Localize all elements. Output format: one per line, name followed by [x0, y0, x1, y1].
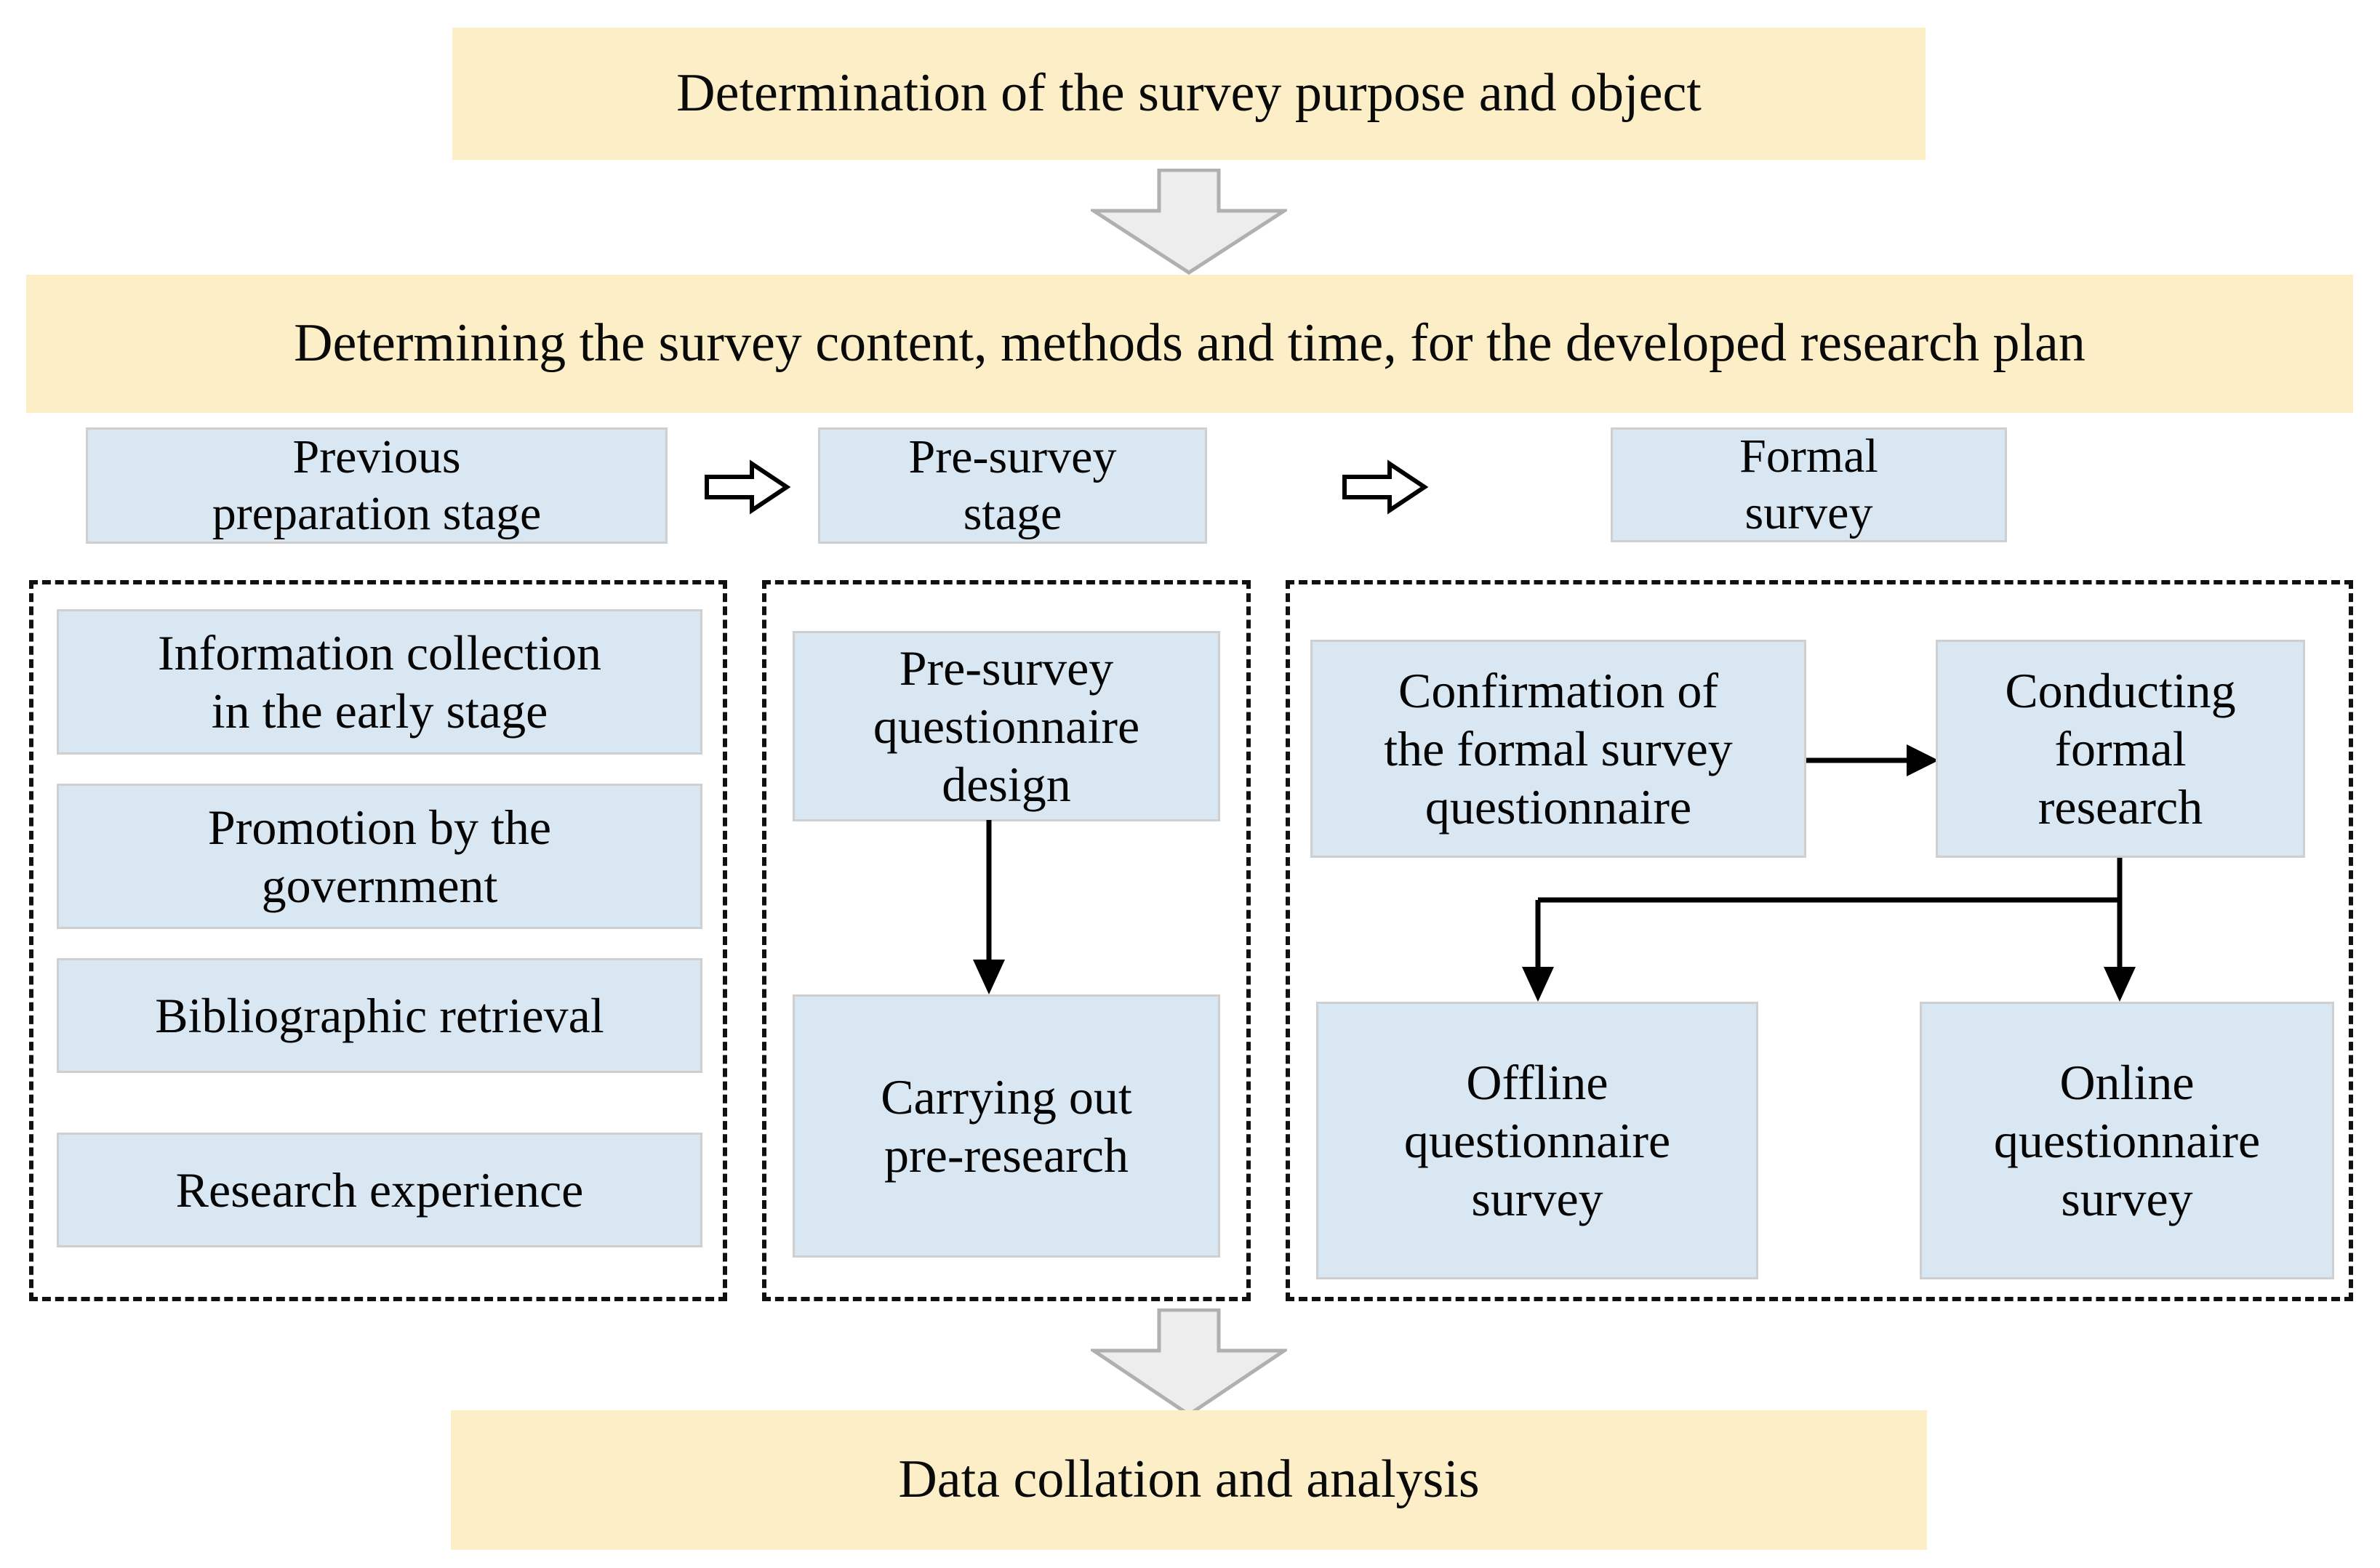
node-offline-questionnaire-survey: Offline questionnaire survey [1316, 1002, 1758, 1279]
split-arrow-down-icon-conducting-to-surveys [1509, 858, 2251, 1010]
node-research-experience: Research experience [57, 1133, 702, 1247]
banner-research-plan: Determining the survey content, methods … [26, 275, 2353, 413]
node-label-line1: Offline [1466, 1054, 1608, 1110]
outline-arrow-right-icon-previous-to-presurvey [704, 458, 791, 520]
node-label-line3: survey [2061, 1171, 2193, 1227]
node-label-line2: questionnaire [1993, 1112, 2261, 1168]
stage-label-line2: stage [963, 487, 1062, 540]
node-label-line3: design [942, 757, 1071, 813]
banner-data-collation: Data collation and analysis [451, 1410, 1927, 1550]
node-label-line2: questionnaire [1403, 1112, 1671, 1168]
node-bibliographic-retrieval: Bibliographic retrieval [57, 958, 702, 1073]
node-label-line3: questionnaire [1425, 779, 1692, 835]
dashed-group-previous-preparation [29, 580, 727, 1301]
node-label-line1: Research experience [175, 1162, 584, 1218]
node-pre-survey-questionnaire-design: Pre-survey questionnaire design [793, 631, 1220, 821]
node-label-line2: formal [2054, 720, 2187, 776]
node-conducting-formal-research: Conducting formal research [1936, 640, 2305, 858]
node-label-line1: Carrying out [881, 1069, 1132, 1125]
node-carrying-out-pre-research: Carrying out pre-research [793, 994, 1220, 1258]
stage-label-line1: Previous [292, 430, 461, 484]
stage-label-line1: Pre-survey [908, 430, 1117, 484]
line-arrow-down-icon-design-to-preresearch [967, 820, 1011, 997]
node-information-collection: Information collection in the early stag… [57, 609, 702, 755]
node-label-line1: Bibliographic retrieval [155, 987, 604, 1043]
node-label-line1: Promotion by the [207, 799, 552, 855]
stage-header-pre-survey: Pre-survey stage [818, 427, 1207, 544]
node-label-line3: survey [1471, 1171, 1603, 1227]
stage-label-line2: survey [1744, 486, 1873, 539]
node-label-line3: research [2038, 779, 2203, 835]
node-label-line2: in the early stage [211, 683, 548, 739]
line-arrow-right-icon-confirmation-to-conducting [1806, 739, 1944, 782]
node-online-questionnaire-survey: Online questionnaire survey [1920, 1002, 2334, 1279]
node-label-line2: questionnaire [873, 698, 1140, 754]
node-label-line2: pre-research [884, 1127, 1129, 1183]
node-label-line2: government [261, 858, 498, 913]
node-label-line1: Conducting [2005, 662, 2236, 718]
node-label-line2: the formal survey [1384, 720, 1733, 776]
outline-arrow-right-icon-presurvey-to-formal [1342, 458, 1429, 520]
dashed-group-formal-survey [1286, 580, 2353, 1301]
dashed-group-pre-survey [762, 580, 1251, 1301]
node-promotion-by-government: Promotion by the government [57, 784, 702, 929]
node-confirmation-formal-survey-questionnaire: Confirmation of the formal survey questi… [1310, 640, 1806, 858]
node-label-line1: Confirmation of [1398, 662, 1719, 718]
node-label-line1: Information collection [158, 624, 601, 680]
stage-header-previous-preparation: Previous preparation stage [86, 427, 668, 544]
node-label-line1: Online [2059, 1054, 2195, 1110]
banner-survey-purpose: Determination of the survey purpose and … [452, 28, 1926, 160]
stage-label-line2: preparation stage [212, 487, 542, 540]
stage-header-formal-survey: Formal survey [1611, 427, 2007, 542]
node-label-line1: Pre-survey [899, 640, 1114, 696]
stage-label-line1: Formal [1739, 430, 1878, 483]
